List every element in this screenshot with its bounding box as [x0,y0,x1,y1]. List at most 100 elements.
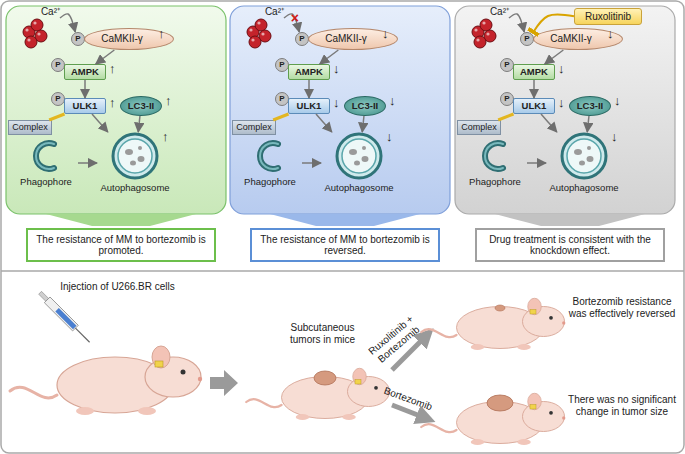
cargo [362,146,366,150]
phagophore-shape: Phagophore [463,138,527,188]
trend-arrow: ↓ [558,96,565,109]
node-text: LC3-II [128,101,154,112]
kinase-box: AMPK [64,64,106,80]
membrane-arc [36,143,54,169]
phospho-circle: P [520,32,534,46]
inner-membrane [342,139,376,173]
phospho-circle: P [295,32,309,46]
trend-arrow: ↑ [109,62,116,75]
node-text: Autophagosome [549,183,618,194]
protein-oval: LC3-II [344,96,386,116]
trend-arrow: ↓ [333,96,340,109]
node-text: CaMKII-γ [325,33,367,45]
syringe-barrel [44,297,78,331]
signal-arrow [509,14,524,32]
phagophore-shape: Phagophore [238,138,302,188]
atom-highlight [261,32,264,35]
cargo [349,149,357,155]
drug-box: Ruxolitinib [574,8,642,25]
kinase-box: ULK1 [513,98,555,114]
kinase-box: ULK1 [288,98,330,114]
membrane-arc [260,143,278,169]
node-text: ULK1 [73,101,98,112]
signal-arrow [316,114,332,132]
phospho-circle: P [51,58,65,72]
pathway-panel [6,6,226,214]
protein-oval: LC3-II [120,96,162,116]
atom-highlight [27,38,30,41]
kinase-oval: CaMKII-γ [84,28,174,50]
atom-highlight [25,28,28,31]
node-text: LC3-II [352,101,378,112]
autophagosome-circle: Autophagosome [546,132,622,194]
section-divider [1,270,684,272]
signal-arrow [96,50,115,64]
panel-pointer [270,214,420,226]
signal-arrow [78,162,97,164]
phagophore-shape: Phagophore [14,138,78,188]
cargo [587,156,594,162]
outer-membrane [113,134,157,178]
signal-arrow [587,116,589,132]
signal-arrow [362,116,364,132]
node-text: Complex [461,122,497,132]
node-text: CaMKII-γ [550,33,592,45]
complex-box: Complex [232,120,276,135]
outer-membrane [562,134,606,178]
mouse-figure [421,393,565,445]
node-text: P [279,61,284,69]
pathway-panel [455,6,675,214]
phospho-circle: P [500,92,514,106]
ion-atom [249,36,261,48]
atom-highlight [33,21,36,24]
syringe-fluid [55,308,76,329]
calcium-ion: Ca²⁺ [469,6,509,50]
trend-arrow: ↓ [389,94,396,107]
outcome-note: There was no significant change in tumor… [566,394,678,418]
node-text: AMPK [71,67,99,78]
autophagosome-circle: Autophagosome [321,132,397,194]
signal-arrow [84,80,86,98]
node-text: P [55,61,60,69]
syringe [37,290,92,345]
membrane-arc [260,143,278,169]
node-text: Complex [236,122,272,132]
complex-box: Complex [457,120,501,135]
complex-link [273,114,288,120]
cargo [138,156,145,162]
atom-highlight [486,32,489,35]
ion-atom [474,36,486,48]
phospho-circle: P [275,92,289,106]
complex-link [49,114,64,120]
node-text: LC3-II [577,101,603,112]
panel-pointer [495,214,645,226]
kinase-box: AMPK [288,64,330,80]
autophagosome-circle: Autophagosome [97,132,173,194]
phospho-circle: P [71,32,85,46]
node-text: P [299,35,304,43]
mouse-figure [246,368,390,420]
cargo [362,156,369,162]
complex-box: Complex [8,120,52,135]
node-text: Phagophore [20,177,72,188]
node-text: Ca²⁺ [490,6,509,18]
tumor [487,395,513,411]
inner-membrane [567,139,601,173]
node-text: The resistance of MM to bortezomib is re… [258,234,432,257]
tumor [314,371,336,385]
outer-membrane [337,134,381,178]
node-text: Autophagosome [100,183,169,194]
trend-arrow: ↓ [382,27,389,40]
node-text: P [524,35,529,43]
edge-mark: × [291,11,299,25]
node-text: P [504,95,509,103]
node-text: P [279,95,284,103]
node-text: P [75,35,80,43]
ion-atom [255,19,267,31]
signal-arrow [60,14,75,32]
treatment-label: Bortezomib [373,381,443,416]
kinase-oval: CaMKII-γ [533,28,623,50]
